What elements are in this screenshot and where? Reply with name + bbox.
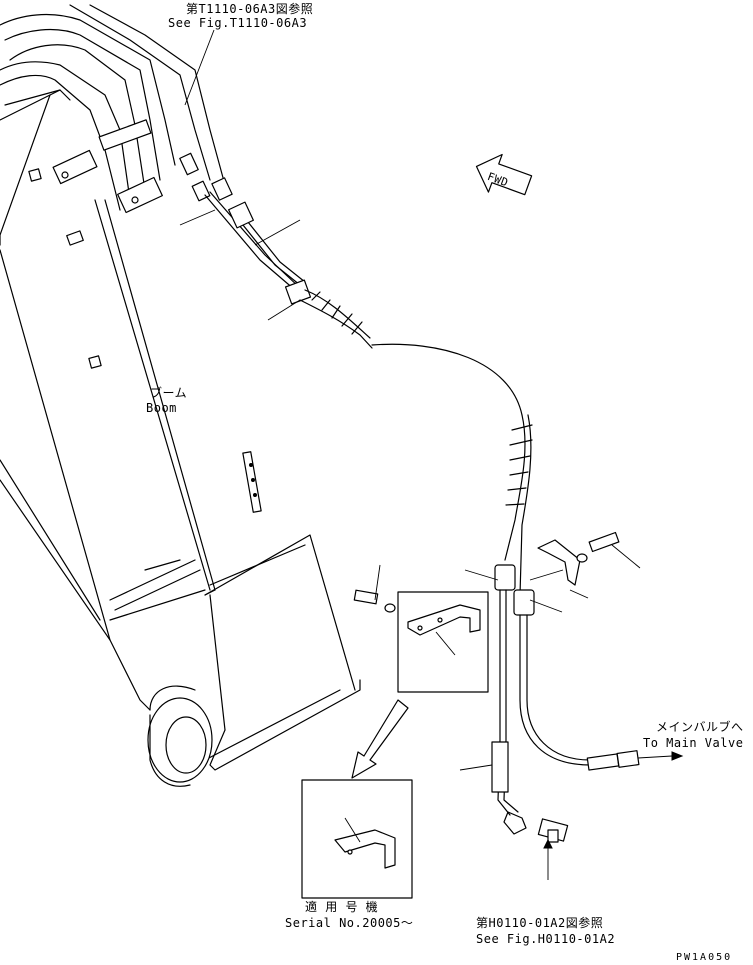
main-valve-label-jp: メインバルブへ [656, 720, 744, 734]
boom-label-en: Boom [146, 401, 177, 415]
serial-label-jp: 適 用 号 機 [305, 900, 379, 914]
ref-bottom-jp: 第H0110-01A2図参照 [476, 916, 604, 930]
main-valve-label-en: To Main Valve [643, 736, 744, 750]
boom-label-jp: ブーム [150, 386, 188, 400]
ref-top-en: See Fig.T1110-06A3 [168, 16, 308, 30]
drawing-code: PW1A050 [676, 952, 733, 963]
ref-top-jp: 第T1110-06A3図参照 [186, 2, 314, 16]
fwd-direction-arrow-icon [475, 153, 533, 196]
ref-bottom-en: See Fig.H0110-01A2 [476, 932, 616, 946]
leader-lines [179, 29, 684, 880]
serial-label-en: Serial No.20005～ [285, 916, 414, 930]
boom [0, 89, 361, 787]
bracket-area [301, 531, 620, 899]
hoses [204, 191, 640, 843]
top-pipes [0, 4, 233, 214]
